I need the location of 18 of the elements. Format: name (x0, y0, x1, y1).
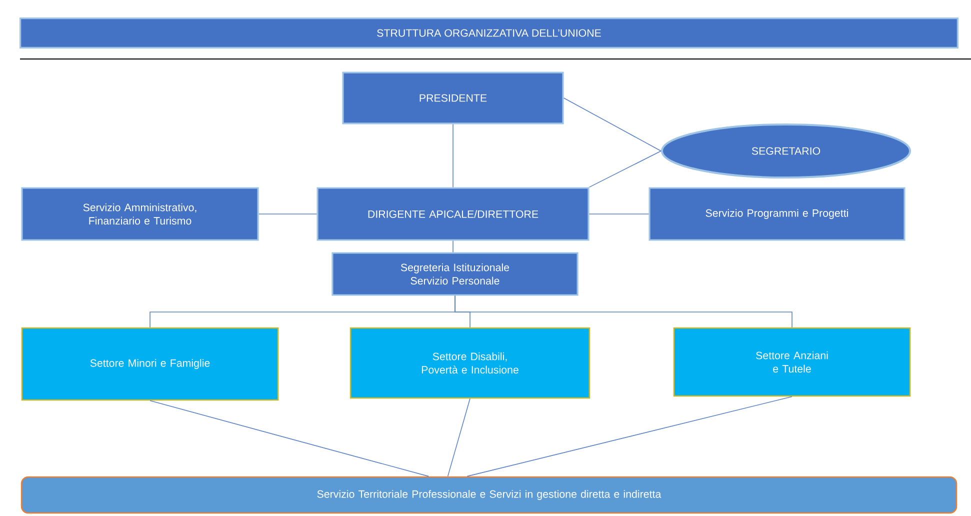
org-box: Servizio Programmi e Progetti (648, 187, 906, 241)
connector-line (447, 398, 470, 477)
connector-line (563, 98, 662, 152)
title-banner: STRUTTURA ORGANIZZATIVA DELL’UNIONE (20, 18, 958, 48)
org-box: Servizio Amministrativo, Finanziario e Turismo (21, 187, 259, 241)
connector-line (150, 400, 429, 477)
sector-box: Settore Anziani e Tutele (673, 327, 911, 397)
connector-line (466, 396, 792, 477)
org-box: PRESIDENTE (342, 72, 564, 124)
sector-box: Settore Minori e Famiglie (21, 327, 279, 401)
connector-line (452, 240, 454, 253)
org-box: Segreteria Istituzionale Servizio Personale (332, 252, 578, 296)
connector-line (452, 124, 454, 188)
connector-line (588, 150, 662, 188)
connector-line (454, 295, 792, 328)
service-band: Servizio Territoriale Professionale e Servizi in gestione diretta e indiretta (20, 476, 958, 514)
org-box: DIRIGENTE APICALE/DIRETTORE (316, 187, 590, 241)
sector-box: Settore Disabili, Povertà e Inclusione (350, 327, 590, 399)
